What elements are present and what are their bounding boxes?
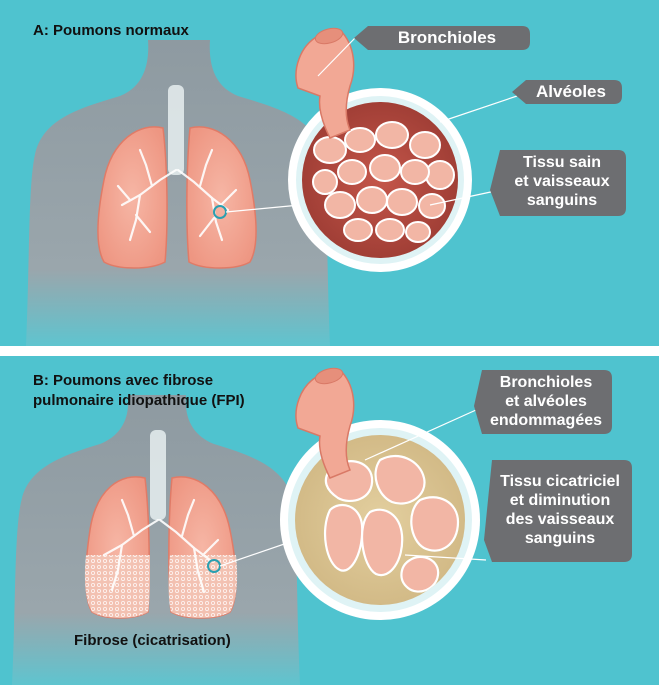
panel-divider bbox=[0, 346, 659, 356]
label-damaged-b: Bronchioles et alvéoles endommagées bbox=[482, 373, 610, 430]
label-damaged-b-line3: endommagées bbox=[482, 411, 610, 430]
label-bronchioles-a: Bronchioles bbox=[372, 28, 522, 47]
label-scar-b: Tissu cicatriciel et diminution des vais… bbox=[490, 472, 630, 548]
label-tissue-a-line1: Tissu sain bbox=[500, 153, 624, 172]
label-scar-b-line1: Tissu cicatriciel bbox=[490, 472, 630, 491]
fibrosis-zone-left bbox=[85, 555, 150, 618]
fibrosis-caption: Fibrose (cicatrisation) bbox=[74, 632, 231, 649]
label-damaged-b-line1: Bronchioles bbox=[482, 373, 610, 392]
label-tissue-a-line3: sanguins bbox=[500, 191, 624, 210]
panel-b-title-line1: B: Poumons avec fibrose bbox=[33, 371, 245, 391]
label-alveoles-a: Alvéoles bbox=[524, 82, 618, 101]
trachea-b bbox=[150, 430, 166, 520]
label-tissue-a-line2: et vaisseaux bbox=[500, 172, 624, 191]
label-damaged-b-line2: et alvéoles bbox=[482, 392, 610, 411]
label-scar-b-line3: des vaisseaux bbox=[490, 510, 630, 529]
label-tissue-a: Tissu sain et vaisseaux sanguins bbox=[500, 153, 624, 210]
panel-b-title-line2: pulmonaire idiopathique (FPI) bbox=[33, 391, 245, 411]
panel-a-title: A: Poumons normaux bbox=[33, 22, 189, 39]
panel-b-title: B: Poumons avec fibrose pulmonaire idiop… bbox=[33, 371, 245, 411]
trachea-a bbox=[168, 85, 184, 175]
label-scar-b-line2: et diminution bbox=[490, 491, 630, 510]
label-scar-b-line4: sanguins bbox=[490, 529, 630, 548]
